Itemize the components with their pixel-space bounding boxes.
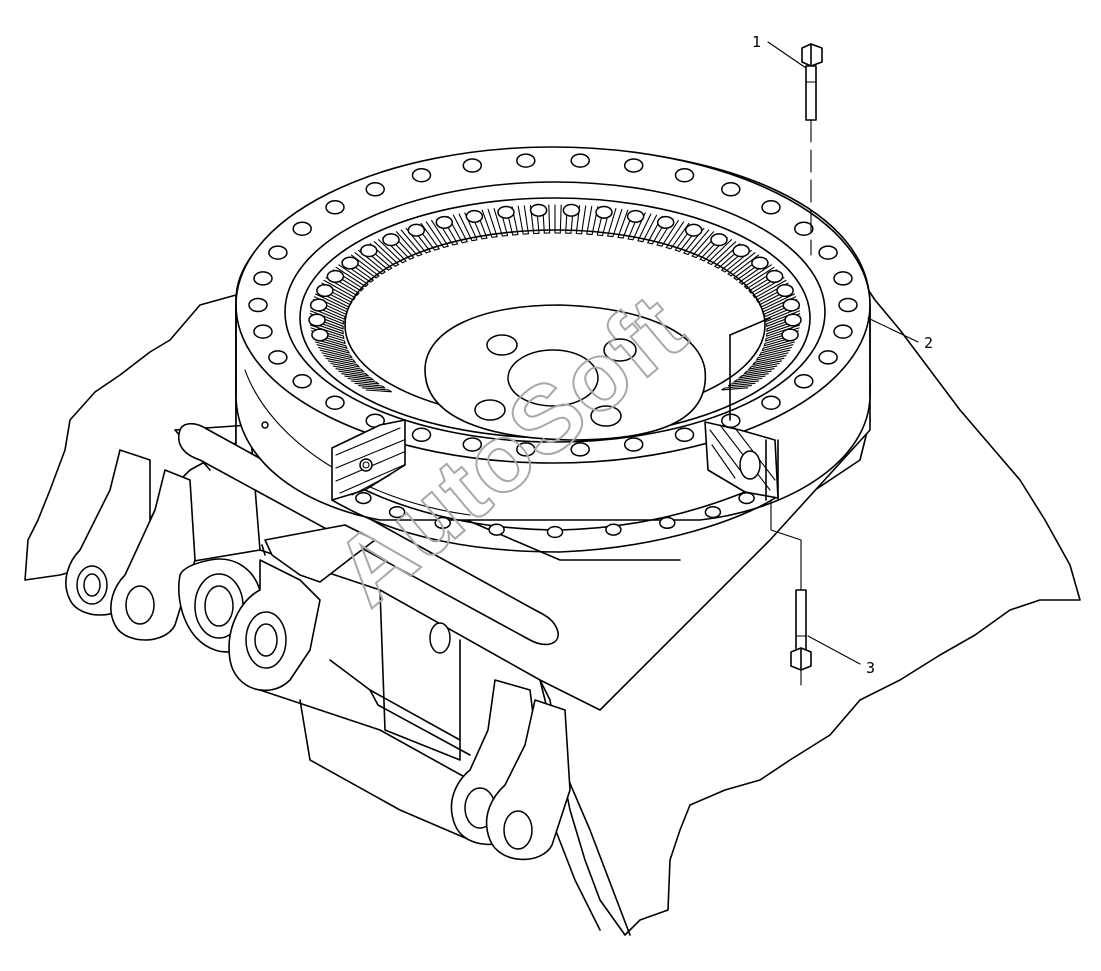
bolt-hole [659, 516, 676, 530]
callout-3: 3 [807, 635, 875, 677]
callout-label-2: 2 [924, 334, 933, 352]
bolt-hole [684, 223, 703, 237]
bolt-hole [833, 324, 853, 339]
bolt-hole [818, 350, 838, 365]
bolt-hole [529, 203, 548, 217]
bolt-hole [268, 350, 288, 365]
bolt-hole [562, 203, 581, 217]
bolt-hole [570, 153, 590, 168]
bolt-hole [838, 297, 858, 313]
bolt-hole [516, 153, 536, 168]
callout-2: 2 [867, 317, 933, 352]
bolt-hole [388, 505, 406, 519]
bolt-hole [674, 427, 695, 443]
bolt-hole [325, 395, 345, 410]
bolt-hole [674, 167, 695, 183]
boom-mount-lugs [65, 449, 376, 692]
swing-bearing [235, 146, 871, 553]
bolt-hole [818, 245, 838, 260]
bolt-hole [465, 209, 484, 223]
bolt-hole [516, 442, 536, 457]
bolt-hole [488, 523, 505, 536]
bolt-3 [770, 499, 812, 686]
bolt-hole [360, 244, 378, 258]
bolt-hole [704, 505, 722, 519]
bolt-hole [316, 283, 334, 298]
bolt-hole [738, 491, 755, 505]
bolt-hole [253, 271, 273, 286]
bolt-hole [623, 158, 644, 173]
bolt-hole [497, 205, 515, 219]
bolt-hole [546, 525, 564, 539]
bolt-hole [435, 215, 454, 229]
bolt-hole [761, 200, 781, 215]
bolt-hole [721, 182, 741, 197]
bolt-hole [833, 271, 853, 286]
bolt-hole [292, 221, 312, 236]
bolt-hole [462, 158, 483, 173]
bolt-hole [434, 516, 451, 530]
bolt-hole [732, 244, 750, 258]
bolt-hole [341, 256, 359, 270]
bolt-hole [308, 313, 326, 327]
front-lugs [450, 679, 571, 861]
frame-slot [178, 422, 559, 646]
bolt-hole [411, 167, 432, 183]
bolt-hole [623, 437, 644, 452]
bolt-hole [382, 233, 400, 247]
bolt-hole [325, 200, 345, 215]
callout-1: 1 [752, 33, 807, 69]
bolt-hole [605, 523, 622, 536]
bolt-hole [292, 374, 312, 389]
bolt-hole [365, 182, 385, 197]
bolt-hole [781, 328, 799, 342]
bolt-hole [248, 297, 268, 313]
bolt-hole [407, 223, 426, 237]
bolt-hole [794, 221, 814, 236]
bolt-hole [311, 328, 329, 342]
inner-bolt-holes [308, 203, 802, 342]
bolt-hole [761, 395, 781, 410]
bolt-hole [626, 209, 645, 223]
bolt-hole [751, 256, 769, 270]
bolt-hole [765, 269, 784, 283]
callout-label-1: 1 [752, 33, 761, 51]
bolt-hole [268, 245, 288, 260]
ring-gear-teeth [309, 204, 801, 393]
bolt-hole [355, 491, 372, 505]
bolt-hole [784, 313, 802, 327]
bolt-hole [595, 205, 613, 219]
bolt-hole [794, 374, 814, 389]
lower-bolt-holes [355, 491, 755, 539]
bolt-1 [801, 43, 823, 256]
bracket-plate [264, 524, 376, 583]
bolt-hole [656, 215, 675, 229]
bolt-hole [326, 269, 345, 283]
bolt-hole [253, 324, 273, 339]
gear-tooth-outline [309, 204, 801, 393]
bolt-hole [411, 427, 432, 443]
outer-bolt-holes [248, 153, 858, 457]
bolt-hole [570, 442, 590, 457]
callout-label-3: 3 [866, 659, 875, 677]
bolt-hole [776, 283, 794, 298]
bolt-hole [710, 233, 728, 247]
bolt-hole [462, 437, 483, 452]
bolt-hole [309, 298, 328, 312]
bolt-hole [782, 298, 801, 312]
